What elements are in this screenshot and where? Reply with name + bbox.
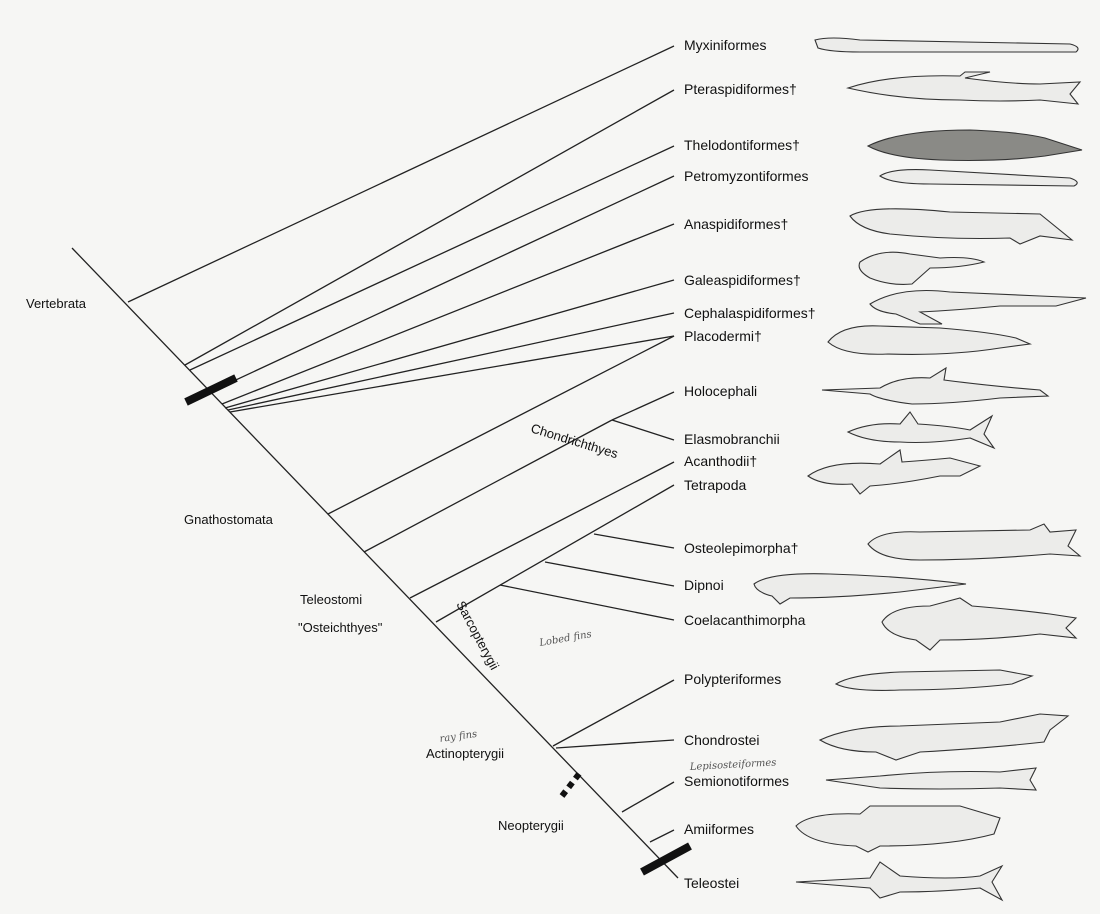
branch-myxiniformes: [128, 46, 674, 302]
branch-tetrapoda: [436, 485, 674, 622]
taxon-label-teleostei: Teleostei: [684, 875, 739, 891]
branch-dipnoi: [545, 562, 674, 586]
taxon-label-placodermi: Placodermi†: [684, 328, 762, 344]
clade-label-chondrichthyes: Chondrichthyes: [529, 421, 620, 462]
taxon-label-anaspidiformes: Anaspidiformes†: [684, 216, 788, 232]
teleostei-illustration: [796, 862, 1002, 900]
anaspidiformes-illustration: [850, 209, 1072, 244]
taxon-label-amiiformes: Amiiformes: [684, 821, 754, 837]
clade-label-osteichthyes: "Osteichthyes": [298, 620, 383, 635]
taxon-label-acanthodii: Acanthodii†: [684, 453, 757, 469]
dashed-bar-neopterygii-node: [562, 770, 582, 796]
clade-label-sarcopterygii: Sarcopterygii: [453, 598, 502, 672]
branch-petromyzontiformes: [210, 176, 674, 392]
branch-semionotiformes: [622, 782, 674, 812]
taxon-label-myxiniformes: Myxiniformes: [684, 37, 766, 53]
acanthodii-illustration: [808, 450, 980, 494]
amiiformes-illustration: [796, 806, 1000, 852]
branch-acanthodii: [410, 462, 674, 598]
branch-amiiformes: [650, 830, 674, 842]
solid-bar-cyclostome-node: [186, 378, 236, 402]
clade-label-gnathostomata: Gnathostomata: [184, 512, 274, 527]
taxon-label-petromyzontiformes: Petromyzontiformes: [684, 168, 808, 184]
elasmobranchii-illustration: [848, 412, 994, 448]
note-ray-fins: ray fins: [439, 729, 478, 745]
petromyzontiformes-illustration: [880, 170, 1077, 186]
taxon-label-dipnoi: Dipnoi: [684, 577, 724, 593]
taxon-label-semionotiformes: Semionotiformes: [684, 773, 789, 789]
branch-elasmobranchii: [612, 420, 674, 440]
taxon-label-osteolepimorpha: Osteolepimorpha†: [684, 540, 798, 556]
semionotiformes-illustration: [826, 768, 1036, 790]
coelacanthimorpha-illustration: [882, 598, 1076, 650]
solid-bar-teleostei-node: [642, 846, 690, 872]
branch-holocephali: [612, 392, 674, 420]
taxon-label-galeaspidiformes: Galeaspidiformes†: [684, 272, 801, 288]
polypteriformes-illustration: [836, 670, 1032, 690]
dipnoi-illustration: [754, 574, 966, 604]
branch-chondrichthyes: [328, 336, 674, 514]
taxon-label-cephalaspidiformes: Cephalaspidiformes†: [684, 305, 816, 321]
taxon-label-pteraspidiformes: Pteraspidiformes†: [684, 81, 797, 97]
taxon-label-thelodontiformes: Thelodontiformes†: [684, 137, 800, 153]
osteolepimorpha-illustration: [868, 524, 1080, 560]
taxon-label-elasmobranchii: Elasmobranchii: [684, 431, 780, 447]
galeaspidiformes-illustration: [859, 252, 984, 284]
holocephali-illustration: [822, 368, 1048, 404]
branch-thelodontiformes: [190, 146, 674, 370]
clade-label-actinopterygii: Actinopterygii: [426, 746, 504, 761]
taxon-label-polypteriformes: Polypteriformes: [684, 671, 781, 687]
chondrostei-illustration: [820, 714, 1068, 760]
placodermi-illustration: [828, 326, 1030, 355]
branch-polypteriformes: [553, 680, 674, 746]
note-lepisosteiformes: Lepisosteiformes: [689, 757, 777, 773]
taxon-label-tetrapoda: Tetrapoda: [684, 477, 746, 493]
branch-pteraspidiformes: [185, 90, 674, 365]
branch-coelacanthimorpha: [500, 585, 674, 620]
clade-label-neopterygii: Neopterygii: [498, 818, 564, 833]
taxon-label-chondrostei: Chondrostei: [684, 732, 760, 748]
clade-label-vertebrata: Vertebrata: [26, 296, 87, 311]
note-lobed-fins: Lobed fins: [538, 629, 593, 649]
thelodontiformes-illustration: [868, 130, 1082, 161]
myxiniformes-illustration: [815, 38, 1078, 52]
taxon-label-holocephali: Holocephali: [684, 383, 757, 399]
branch-galeaspidiformes: [225, 280, 674, 408]
cephalaspidiformes-illustration: [870, 291, 1086, 325]
taxon-label-coelacanthimorpha: Coelacanthimorpha: [684, 612, 806, 628]
branch-chondrostei: [556, 740, 674, 748]
clade-labels: Vertebrata Gnathostomata Teleostomi "Ost…: [26, 296, 620, 833]
branch-osteolepimorpha: [594, 534, 674, 548]
branch-cephalaspidiformes: [228, 313, 674, 410]
pteraspidiformes-illustration: [848, 72, 1080, 104]
clade-label-teleostomi: Teleostomi: [300, 592, 362, 607]
